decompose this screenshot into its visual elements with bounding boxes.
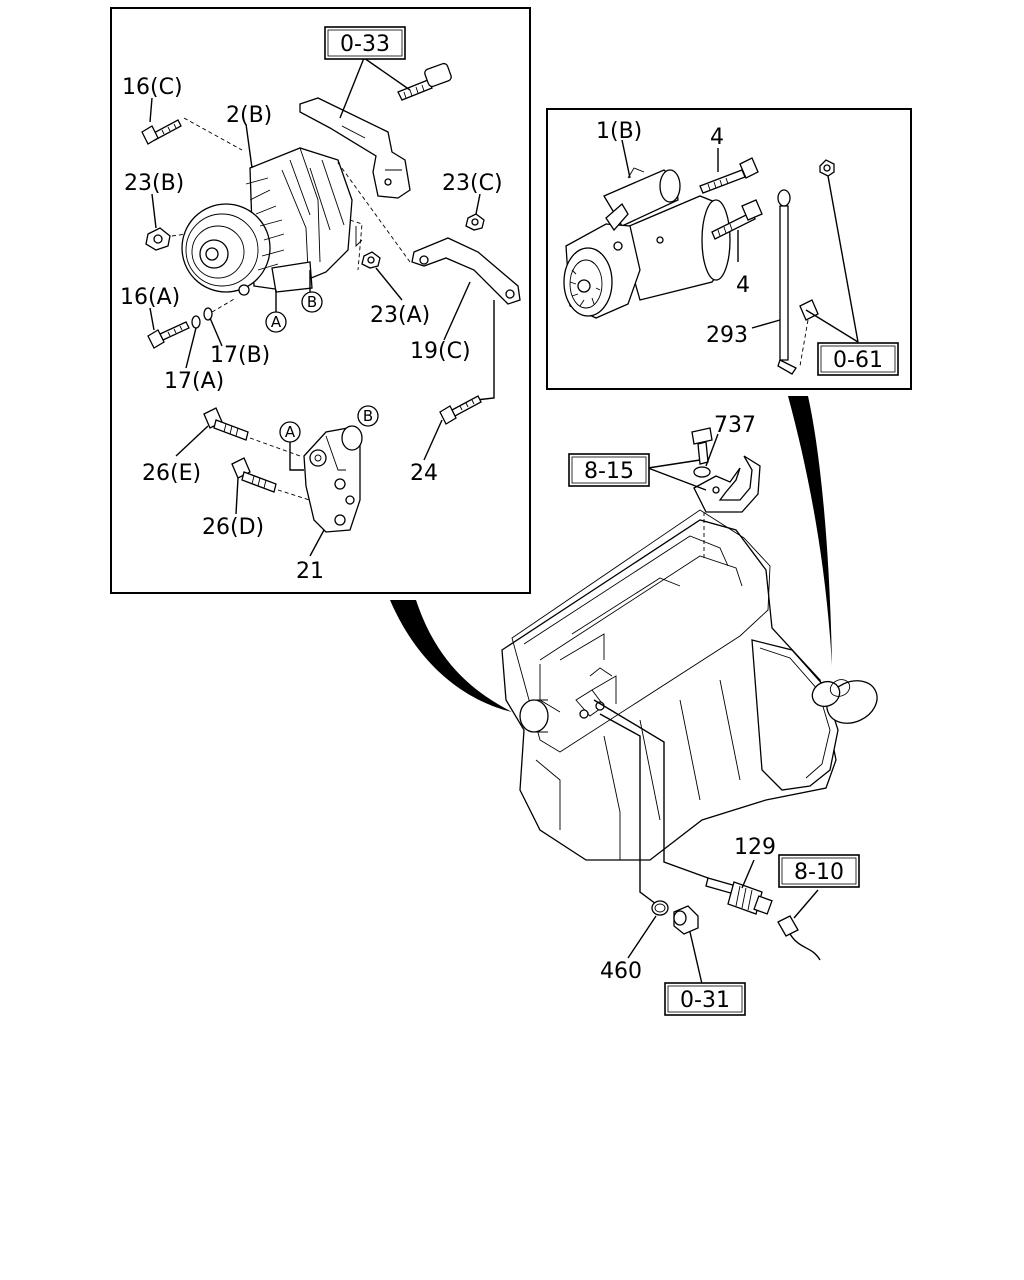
ref-0-61: 0-61 [817, 342, 899, 376]
bolt-737 [691, 427, 713, 478]
marker-a-alternator: A [265, 311, 287, 333]
brace-19c [335, 159, 521, 401]
svg-text:0-33: 0-33 [340, 32, 390, 57]
callout-293: 293 [706, 323, 748, 348]
nut-23b [145, 227, 187, 251]
marker-b-alternator: B [301, 291, 323, 313]
callout-23c: 23(C) [442, 171, 503, 196]
starter-motor [563, 167, 731, 319]
bolt-16c [141, 117, 243, 151]
callout-21: 21 [296, 559, 324, 584]
callout-1b: 1(B) [596, 119, 642, 144]
callout-19c: 19(C) [410, 339, 471, 364]
callout-16c: 16(C) [122, 75, 183, 100]
starter-leader-lines [621, 139, 859, 343]
plug-0-31 [673, 905, 699, 935]
callout-23b: 23(B) [124, 171, 184, 196]
alternator-leader-lines [149, 57, 481, 557]
lower-leader-lines [627, 859, 755, 985]
alternator-inset-panel: A B B A 16(C) 2(B) 23(B) 23(C) 16(A) 17(… [110, 7, 531, 594]
callout-2b: 2(B) [226, 103, 272, 128]
callout-129: 129 [734, 835, 776, 860]
callout-17a: 17(A) [164, 369, 224, 394]
bolt-16a [147, 297, 237, 349]
bolt-24 [439, 395, 482, 425]
svg-text:8-15: 8-15 [584, 459, 634, 484]
oring-460 [651, 900, 669, 916]
sensor-leader-paths [593, 699, 709, 911]
ref-8-15: 8-15 [568, 453, 650, 487]
callout-737: 737 [714, 413, 756, 438]
mounting-bracket-21 [289, 406, 367, 533]
svg-text:B: B [307, 293, 317, 311]
nut-0-61 [819, 159, 835, 177]
callout-460: 460 [600, 959, 642, 984]
svg-text:0-31: 0-31 [680, 988, 730, 1013]
arrow-to-alternator-location [390, 600, 512, 712]
callout-26d: 26(D) [202, 515, 264, 540]
alternator-upper-bracket [299, 97, 411, 199]
svg-text:A: A [285, 423, 296, 441]
callout-26e: 26(E) [142, 461, 201, 486]
marker-b-bracket: B [357, 405, 379, 427]
callout-24: 24 [410, 461, 438, 486]
callout-4-top: 4 [710, 125, 724, 150]
ref-0-31: 0-31 [664, 982, 746, 1016]
callout-16a: 16(A) [120, 285, 180, 310]
callout-23a: 23(A) [370, 303, 430, 328]
connector-8-10 [777, 889, 821, 961]
svg-text:B: B [363, 407, 373, 425]
ref-8-10: 8-10 [778, 854, 860, 888]
callout-17b: 17(B) [210, 343, 270, 368]
bolt-26e [203, 407, 301, 457]
engine-hanger-bracket [693, 455, 761, 560]
bolt-26d [231, 457, 317, 503]
engine-bracket-leaders [647, 433, 719, 491]
svg-text:8-10: 8-10 [794, 860, 844, 885]
alternator [181, 147, 363, 296]
nut-23a [361, 251, 381, 269]
ref-0-33: 0-33 [324, 26, 406, 60]
starter-inset-panel: 1(B) 4 4 293 0-61 [546, 108, 912, 390]
arrow-to-starter-location [788, 396, 832, 666]
engine-block [501, 509, 878, 861]
sensor-129 [705, 877, 773, 915]
callout-4-bottom: 4 [736, 273, 750, 298]
svg-text:0-61: 0-61 [833, 348, 883, 373]
bolt-0-33 [397, 62, 452, 101]
bolt-4-upper [699, 157, 759, 194]
marker-a-bracket: A [279, 421, 301, 443]
bolt-4-lower [711, 199, 763, 240]
svg-text:A: A [271, 313, 282, 331]
